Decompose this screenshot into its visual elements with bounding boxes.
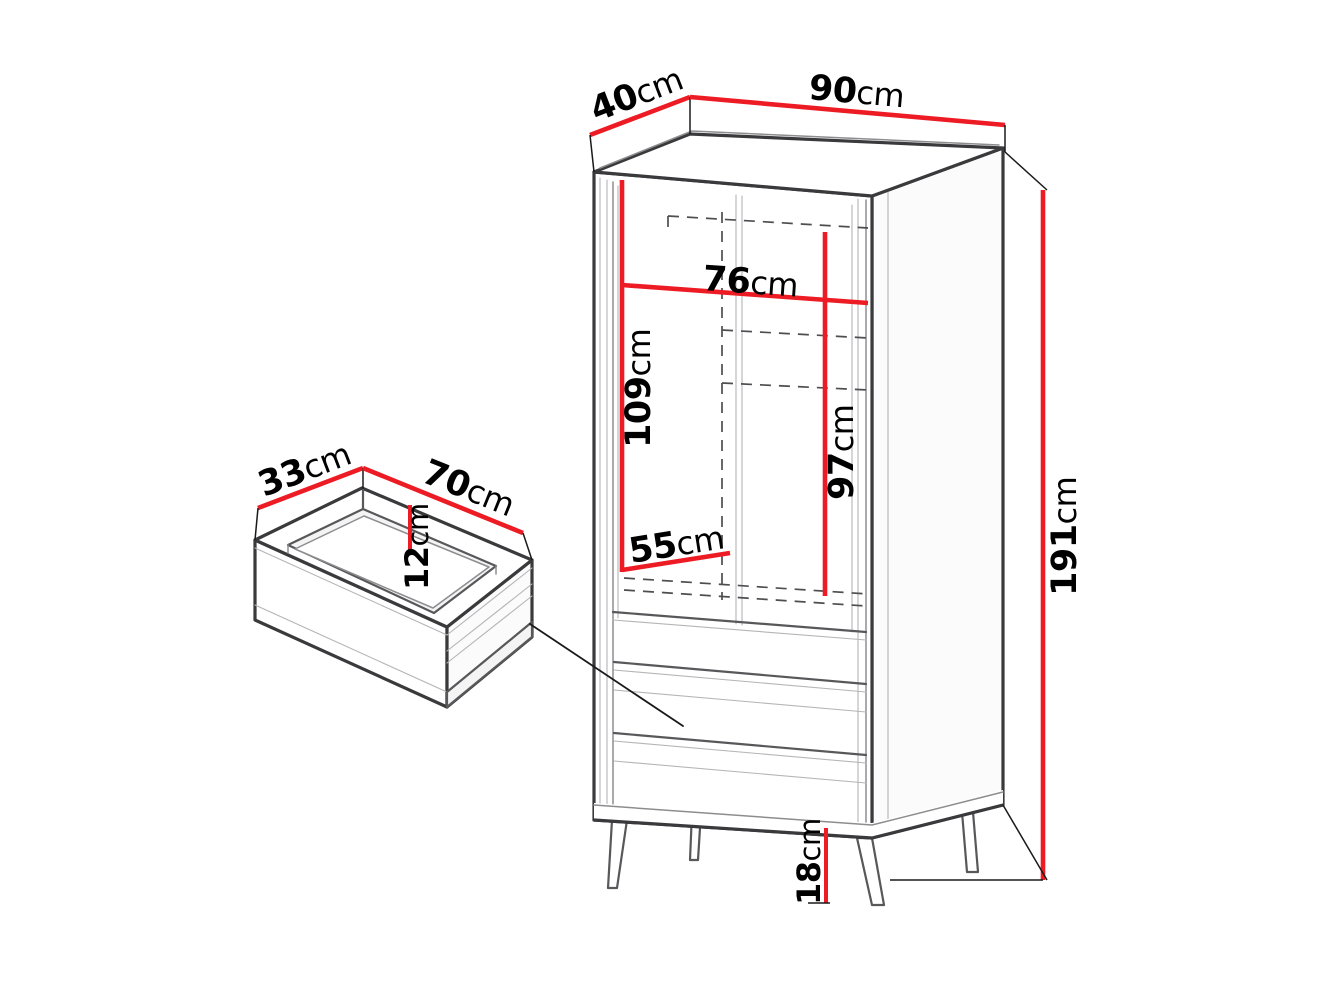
dim-text-18: 18cm	[790, 818, 828, 905]
dim-text-90: 90cm	[807, 68, 906, 116]
drawer-2-top-edge-b	[613, 740, 867, 764]
drawer-2-gap	[613, 760, 867, 784]
drawer-front-lip	[254, 604, 448, 693]
dim-text-97: 97cm	[822, 405, 862, 500]
cabinet-legs	[606, 810, 980, 907]
hidden-top-rail	[667, 215, 869, 229]
cabinet-illustration	[592, 130, 1005, 907]
dim-line-70	[362, 465, 524, 536]
drawer-front-left-face	[255, 540, 447, 707]
dim-ext-40-a	[589, 134, 595, 173]
dimension-leg-18: 18cm	[790, 818, 830, 905]
dim-text-109: 109cm	[619, 329, 659, 448]
cabinet-right-side-panel	[872, 148, 1003, 838]
leg-front-left	[608, 820, 627, 888]
base-band-top-edge	[593, 791, 1004, 826]
drawer-wall-thickness-right	[446, 567, 533, 636]
dimension-drawer-height-12: 12cm	[398, 503, 436, 590]
drawer-1-top-edge-b	[613, 669, 867, 693]
dim-line-33	[257, 465, 364, 511]
hidden-shelf-2	[721, 382, 869, 391]
cabinet-hidden-interior	[623, 212, 869, 607]
dim-text-12: 12cm	[398, 503, 436, 590]
hidden-bottom-shelf	[623, 577, 869, 595]
upper-section-bottom-edge-b	[612, 619, 867, 641]
dim-line-55	[621, 550, 731, 573]
drawer-inner-floor-inset-outline	[294, 515, 490, 609]
drawer-to-cabinet-leader-line	[529, 623, 684, 727]
cabinet-drawer-fronts	[612, 660, 868, 784]
dimension-compartment-97: 97cm	[822, 232, 862, 596]
dimension-height-191: 191cm	[890, 151, 1085, 881]
drawer-1-gap	[613, 689, 867, 713]
drawer-right-face	[447, 560, 532, 707]
drawer-wall-thickness-right-b	[446, 583, 533, 652]
hidden-interior-floor	[623, 589, 867, 607]
drawer-1-top-edge	[612, 660, 868, 686]
dimension-lower-shelf-55: 55cm	[621, 517, 731, 573]
dim-ext-191-bottom-guide	[1002, 804, 1048, 881]
dim-text-55: 55cm	[626, 517, 727, 571]
hidden-shelf-1	[721, 329, 869, 339]
dim-text-76: 76cm	[701, 259, 799, 306]
dim-ext-70-b	[522, 532, 533, 561]
dim-line-40	[589, 94, 691, 138]
top-surface-inner-edge	[599, 130, 1000, 169]
dim-ext-33-a	[254, 507, 259, 541]
drawer-detail-illustration	[253, 486, 534, 709]
drawer-wall-thickness-front	[254, 547, 448, 636]
drawer-base-underside	[447, 622, 532, 707]
dim-line-90	[689, 94, 1006, 128]
dim-text-191: 191cm	[1045, 477, 1085, 596]
leg-front-right	[857, 838, 884, 905]
dimension-compartment-109: 109cm	[619, 180, 659, 572]
drawer-2-top-edge	[612, 731, 868, 757]
dimension-width-90: 90cm	[689, 68, 1006, 152]
drawer-base-underside-outline	[445, 620, 534, 709]
cabinet-front-face	[594, 172, 872, 838]
dim-ext-191-top	[1004, 151, 1048, 191]
drawer-inner-floor-inset	[295, 516, 489, 608]
drawer-wall-thickness-right-c	[446, 595, 533, 664]
base-band-bottom-edge	[592, 803, 1005, 840]
upper-section-bottom-edge	[611, 610, 868, 634]
cabinet-top-outline	[592, 132, 1005, 198]
